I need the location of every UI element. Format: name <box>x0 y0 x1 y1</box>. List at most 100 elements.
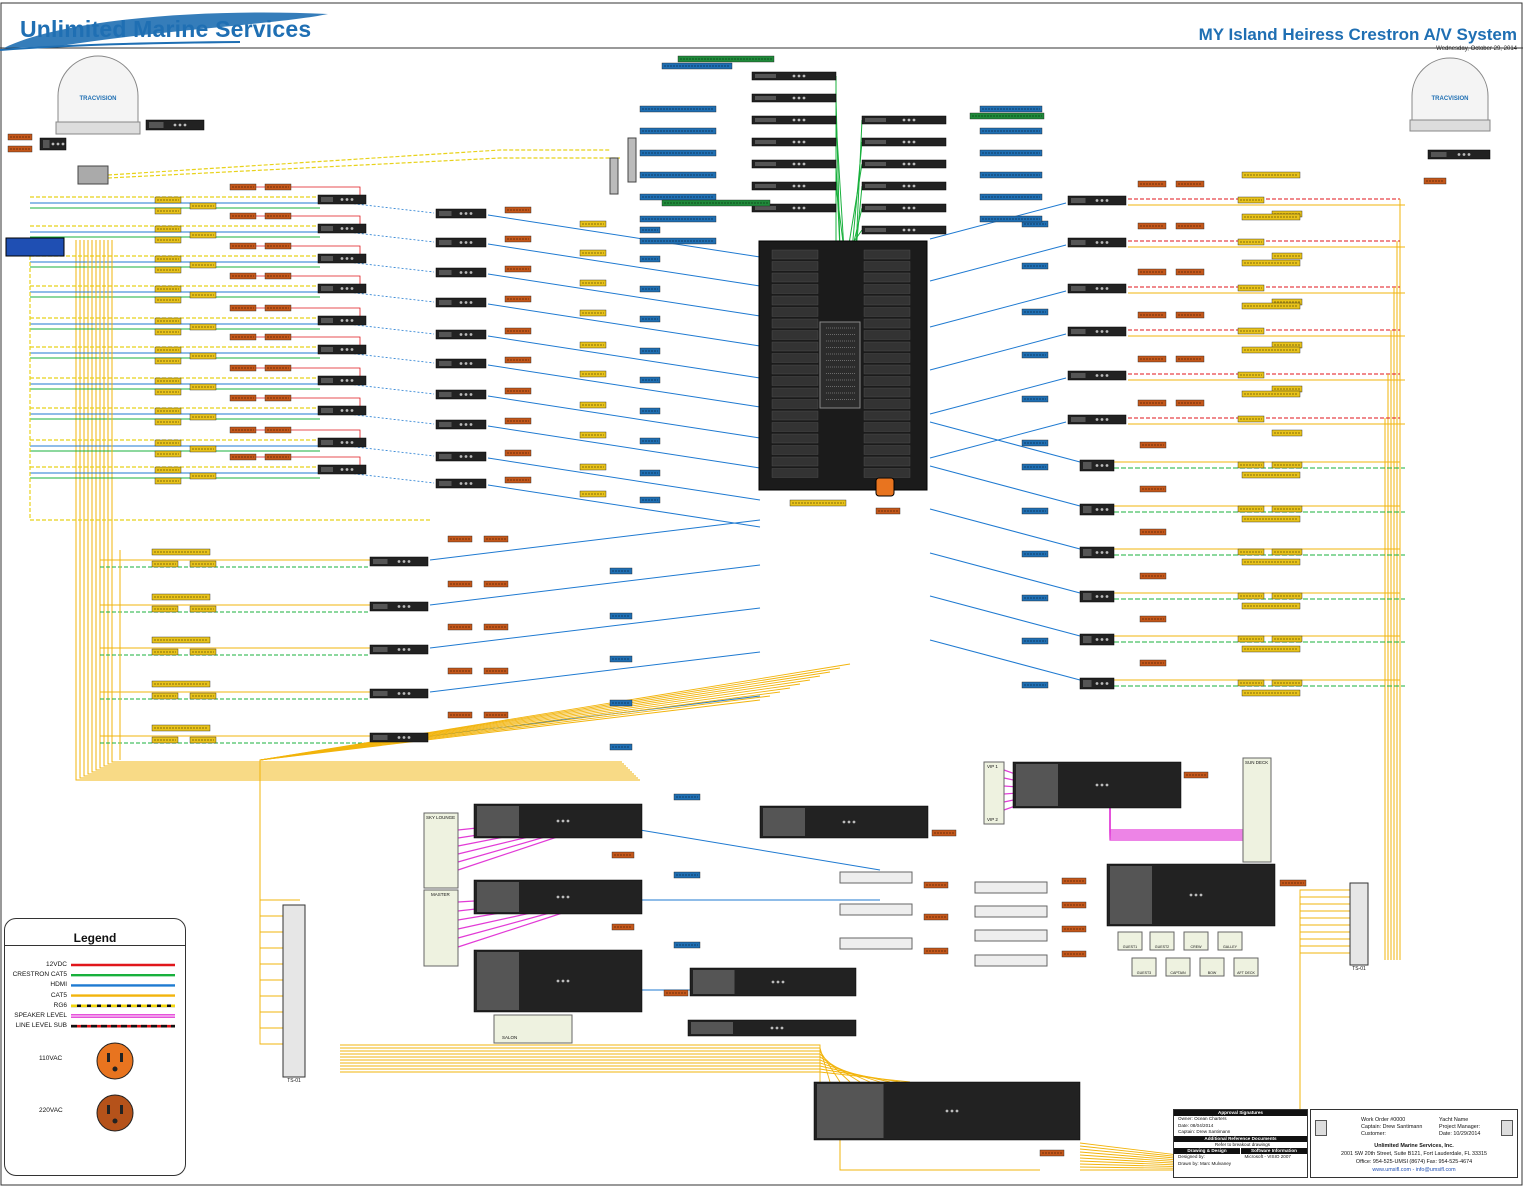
satellite-dome-right-icon: TRACVISION <box>1409 57 1491 132</box>
matrix-card <box>863 376 911 386</box>
cat5-tag <box>154 466 182 474</box>
device-port-icon <box>802 96 806 100</box>
device-port-icon <box>1100 241 1104 244</box>
device-port-icon <box>556 895 560 899</box>
device-port-icon <box>1105 418 1109 421</box>
power-tag <box>1139 528 1167 536</box>
cat5-tag <box>1271 429 1303 437</box>
device-panel <box>1016 764 1058 806</box>
wire <box>429 651 761 693</box>
device-port-icon <box>350 257 354 260</box>
device-port-icon <box>1105 374 1109 377</box>
matrix-card <box>863 249 911 260</box>
rg6-tag <box>579 370 607 378</box>
device-port-icon <box>402 736 406 739</box>
approval-heading: Approval Signatures <box>1174 1110 1307 1116</box>
wire <box>487 484 761 528</box>
device-port-icon <box>1095 508 1099 511</box>
hdmi-tag <box>1021 681 1049 689</box>
power-tag <box>1137 268 1167 276</box>
cat5-tag <box>1237 238 1265 246</box>
device-port-icon <box>397 560 401 563</box>
device-port-icon <box>852 820 856 824</box>
source-label-tag <box>639 149 717 157</box>
power-tag <box>7 145 33 153</box>
cat5-tag <box>154 207 182 215</box>
cat5-tag <box>189 560 217 568</box>
device-port-icon <box>469 212 473 215</box>
power-tag <box>264 212 292 220</box>
power-tag <box>7 133 33 141</box>
power-tag <box>483 667 509 675</box>
amp-zone-box <box>1199 957 1225 977</box>
device-port-icon <box>1095 783 1099 787</box>
network-tag <box>151 548 211 556</box>
power-tag <box>1139 441 1167 449</box>
cat5-tag <box>189 202 217 210</box>
rg6-tag <box>579 341 607 349</box>
wire <box>929 465 1081 507</box>
device-panel <box>755 206 776 210</box>
legend-item-label: HDMI <box>50 981 67 989</box>
wire <box>835 119 845 251</box>
wire <box>639 829 881 871</box>
cat5-tag <box>1271 592 1303 600</box>
device-port-icon <box>566 895 570 899</box>
amp-zone-box <box>1117 931 1143 951</box>
device-port-icon <box>464 212 468 215</box>
rg6-tag <box>579 309 607 317</box>
hdmi-tag <box>1021 594 1049 602</box>
device-port-icon <box>469 423 473 426</box>
wire <box>429 564 761 606</box>
rf-splitter <box>627 137 637 183</box>
device-port-icon <box>561 819 565 823</box>
device-panel <box>755 74 776 78</box>
amp-zone-label: GALLEY <box>1223 945 1238 949</box>
cat5-tag <box>151 605 179 613</box>
matrix-card <box>863 330 911 340</box>
power-tag <box>611 851 635 859</box>
hdmi-tag <box>639 469 661 477</box>
device-panel <box>149 122 164 128</box>
device-port-icon <box>459 423 463 426</box>
device-port-icon <box>407 736 411 739</box>
title-date: Date: 10/29/2014 <box>1439 1131 1481 1137</box>
terminal-strip-left: TS-01 <box>282 904 306 1084</box>
device-port-icon <box>802 118 806 122</box>
power-tag <box>1183 771 1209 779</box>
device-port-icon <box>802 206 806 210</box>
device-port-icon <box>802 184 806 188</box>
power-tag <box>1137 311 1167 319</box>
legend-plug-label: 220VAC <box>39 1107 63 1114</box>
device-panel <box>321 347 333 352</box>
cat5-tag <box>1237 679 1265 687</box>
cat5-tag <box>1271 679 1303 687</box>
device-panel <box>373 735 388 740</box>
device-port-icon <box>902 206 906 210</box>
network-tag <box>1241 558 1301 566</box>
wire <box>429 519 761 561</box>
device-panel <box>321 256 333 261</box>
cat5-tag <box>154 328 182 336</box>
device-panel <box>373 691 388 696</box>
device-port-icon <box>1095 595 1099 598</box>
power-tag <box>1137 180 1167 188</box>
wire <box>99 240 628 769</box>
software-info-heading: Software Information <box>1241 1148 1307 1154</box>
matrix-card <box>771 249 819 260</box>
zone-vip1: VIP 1 <box>987 764 998 769</box>
device-port-icon <box>1095 638 1099 641</box>
cat5-tag <box>154 418 182 426</box>
device-port-icon <box>464 271 468 274</box>
device-panel <box>763 808 805 836</box>
power-tag <box>875 507 901 515</box>
hdmi-tag <box>639 437 661 445</box>
device-port-icon <box>459 482 463 485</box>
power-tag <box>1175 311 1205 319</box>
power-tag <box>264 333 292 341</box>
title-block: Work Order #0000 Captain: Drew Santimann… <box>1310 1109 1518 1178</box>
device-port-icon <box>907 118 911 122</box>
device-port-icon <box>842 820 846 824</box>
device-port-icon <box>340 379 344 382</box>
